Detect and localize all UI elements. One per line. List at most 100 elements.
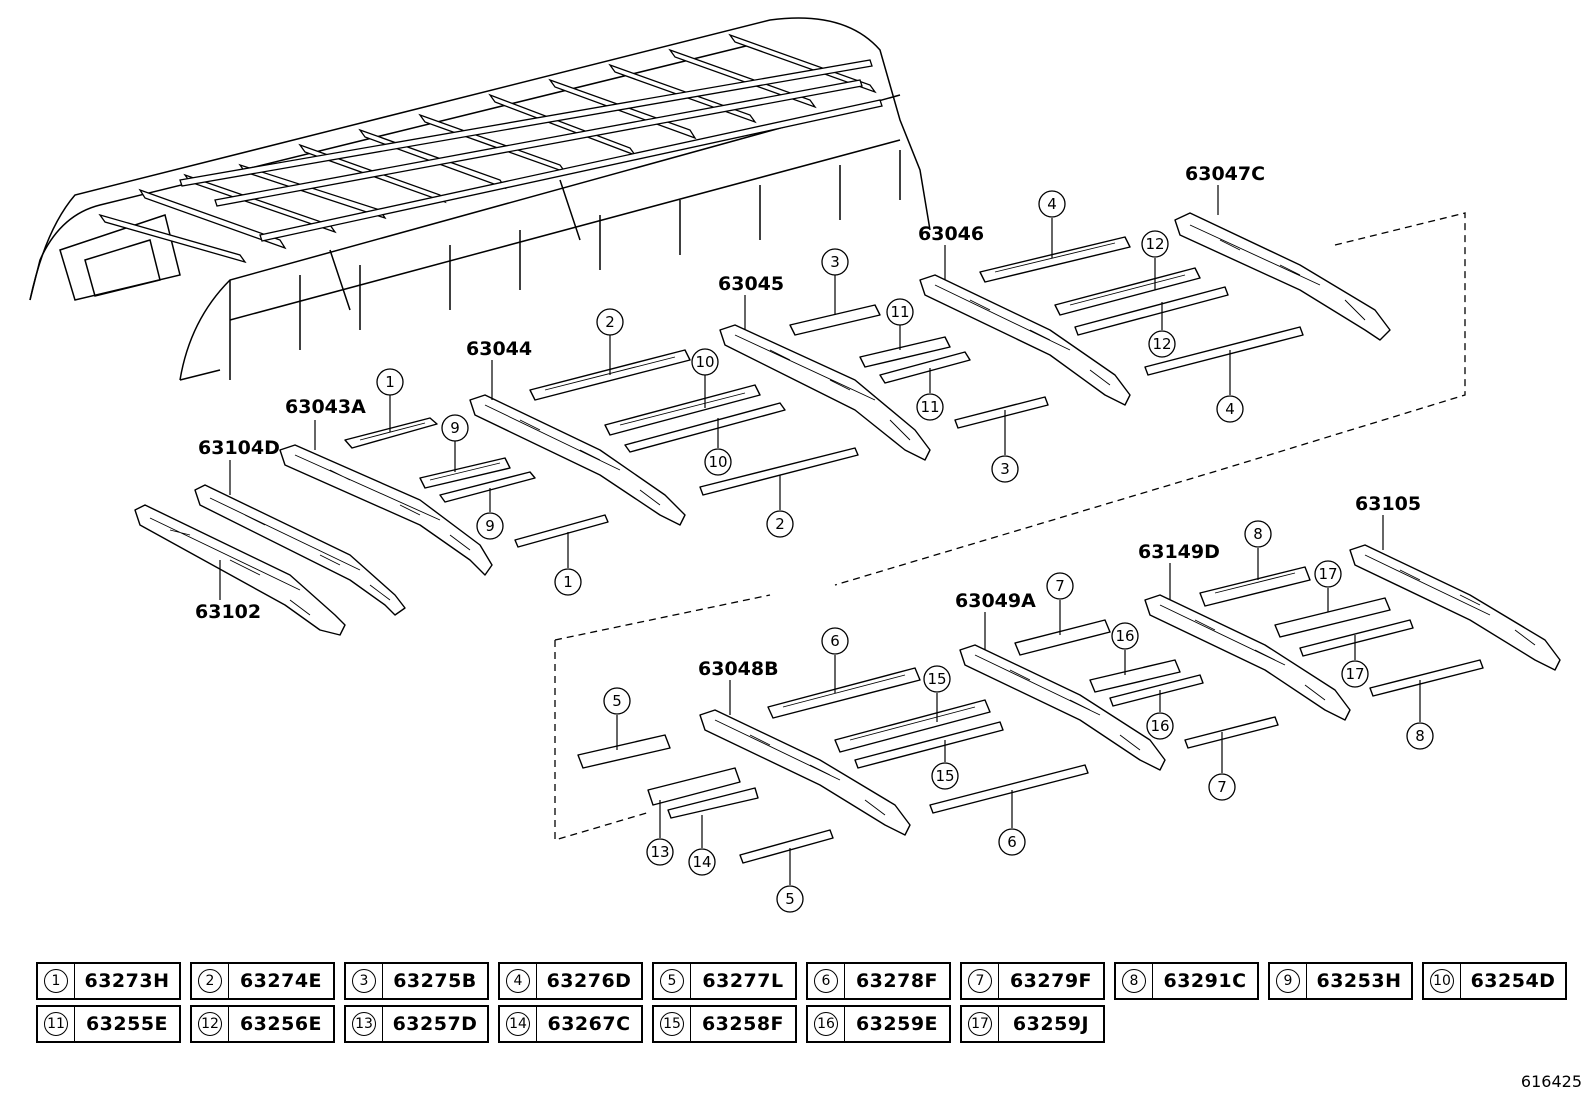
callout-17: 17 [1341,660,1369,688]
legend-item-number: 11 [38,1007,75,1041]
roof-member-63105 [1349,544,1561,671]
svg-text:3: 3 [1000,460,1010,478]
callout-16: 16 [1111,622,1139,650]
callout-8: 8 [1406,722,1434,750]
lower-group-outline [554,594,771,841]
legend-item: 8 63291C [1114,962,1259,1000]
legend-item-number: 10 [1424,964,1461,998]
legend-number-circle: 17 [968,1012,992,1036]
callout-4: 4 [1216,395,1244,423]
callout-8: 8 [1244,520,1272,548]
legend-number-circle: 13 [352,1012,376,1036]
legend-item-number: 6 [808,964,845,998]
callout-11: 11 [916,393,944,421]
legend-item-number: 2 [192,964,229,998]
callout-10: 10 [691,348,719,376]
callout-14: 14 [688,848,716,876]
callout-15: 15 [931,762,959,790]
legend-item: 6 63278F [806,962,951,1000]
legend-item-part-code: 63274E [239,970,323,992]
label-63105: 63105 [1355,493,1421,515]
legend-number-circle: 6 [814,969,838,993]
callout-7: 7 [1046,572,1074,600]
callout-2: 2 [596,308,624,336]
legend-item-part-code: 63257D [392,1013,478,1035]
svg-text:6: 6 [1007,833,1017,851]
callout-3: 3 [991,455,1019,483]
svg-text:3: 3 [830,253,840,271]
legend-number-circle: 16 [814,1012,838,1036]
callout-5: 5 [776,885,804,913]
svg-text:16: 16 [1150,717,1169,735]
svg-text:7: 7 [1055,577,1065,595]
roof-member-63102 [134,504,346,636]
legend-number-circle: 15 [660,1012,684,1036]
callout-5: 5 [603,687,631,715]
legend-item-number: 17 [962,1007,999,1041]
svg-text:9: 9 [485,517,495,535]
svg-text:8: 8 [1415,727,1425,745]
legend-item-part-code: 63254D [1470,970,1556,992]
svg-text:7: 7 [1217,778,1227,796]
legend-item-part-code: 63258F [701,1013,785,1035]
callout-3: 3 [821,248,849,276]
roof-member-63049A [959,644,1166,771]
callout-9: 9 [441,414,469,442]
callout-11: 11 [886,298,914,326]
svg-text:8: 8 [1253,525,1263,543]
legend-item-part-code: 63259J [1012,1013,1090,1035]
svg-text:16: 16 [1115,627,1134,645]
svg-text:14: 14 [692,853,711,871]
legend-number-circle: 1 [44,969,68,993]
legend-item: 7 63279F [960,962,1105,1000]
label-63045: 63045 [718,273,784,295]
roof-member-63046 [919,274,1131,406]
svg-text:10: 10 [708,453,727,471]
callout-12: 12 [1141,230,1169,258]
callout-9: 9 [476,512,504,540]
callout-12: 12 [1148,330,1176,358]
svg-text:6: 6 [830,632,840,650]
roof-member-63044 [469,394,686,526]
legend-number-circle: 9 [1276,969,1300,993]
callout-13: 13 [646,838,674,866]
legend-item-part-code: 63267C [547,1013,631,1035]
legend-item: 15 63258F [652,1005,797,1043]
upper-group-outline [834,212,1466,586]
roof-member-63104D [194,484,406,616]
legend-item-part-code: 63279F [1009,970,1093,992]
svg-text:2: 2 [775,515,785,533]
svg-text:17: 17 [1318,565,1337,583]
legend-item: 13 63257D [344,1005,489,1043]
svg-text:9: 9 [450,419,460,437]
legend-number-circle: 14 [506,1012,530,1036]
legend-item-number: 14 [500,1007,537,1041]
legend-item: 17 63259J [960,1005,1105,1043]
label-63049A: 63049A [955,590,1036,612]
roof-member-63043A [279,444,493,576]
callout-4: 4 [1038,190,1066,218]
legend-item-part-code: 63291C [1163,970,1247,992]
legend-item-number: 13 [346,1007,383,1041]
legend-item-number: 16 [808,1007,845,1041]
roof-member-63045 [719,324,931,461]
svg-text:4: 4 [1225,400,1235,418]
svg-text:1: 1 [563,573,573,591]
svg-text:1: 1 [385,373,395,391]
svg-text:12: 12 [1152,335,1171,353]
legend-item-part-code: 63278F [855,970,939,992]
legend-number-circle: 7 [968,969,992,993]
legend-item-part-code: 63277L [702,970,784,992]
svg-text:4: 4 [1047,195,1057,213]
callout-1: 1 [376,368,404,396]
legend-item-part-code: 63253H [1316,970,1402,992]
callout-16: 16 [1146,712,1174,740]
label-63149D: 63149D [1138,541,1220,563]
legend-item-number: 8 [1116,964,1153,998]
legend-item-number: 4 [500,964,537,998]
